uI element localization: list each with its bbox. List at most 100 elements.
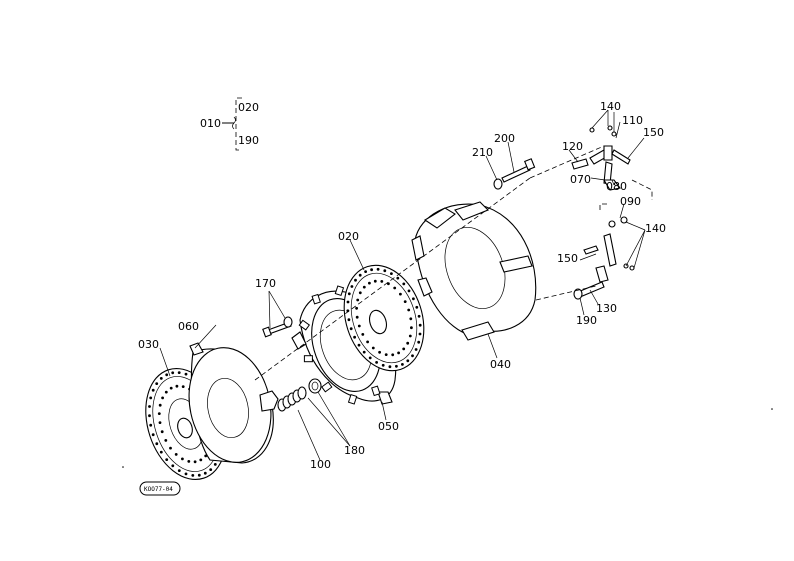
lining-dot [407,308,411,312]
lining-dot [407,289,411,293]
lining-dot [148,414,151,418]
lining-dot [403,300,407,303]
clutch-disc-020 [343,264,425,372]
lining-dot [373,279,377,283]
group-bracket [222,97,242,151]
lining-dot [191,474,195,477]
lining-dot [364,270,367,273]
lining-dot [376,267,380,271]
lining-dot [362,350,366,354]
lining-dot [384,353,388,356]
plate-lug [303,355,313,363]
lining-dot [151,433,155,437]
lining-dot [171,464,175,468]
lining-dot [151,388,155,392]
lining-dot [155,382,159,385]
lining-dot [378,350,381,354]
lining-dot [361,333,365,336]
stamp-text: KOO77-04 [144,486,173,493]
lining-dot [401,363,404,366]
lining-dot [368,281,371,285]
label-140-top: 140 [600,100,621,113]
lining-dot [349,327,353,331]
bolt-200 [501,158,536,183]
lining-dot [197,473,201,477]
label-110: 110 [622,114,643,127]
lining-dot [395,364,398,368]
cover-040 [411,201,537,341]
lining-dot [358,291,362,295]
lining-dot [417,340,421,344]
lining-dot [165,458,169,461]
label-070: 070 [570,173,591,186]
lining-dot [181,457,184,461]
lining-dot [148,405,151,408]
label-130: 130 [596,302,617,315]
plate-lug [371,385,381,397]
speck [122,466,124,468]
lining-dot [160,430,164,434]
lining-dot [375,361,378,364]
label-010: 010 [200,117,221,130]
lining-dot [347,292,351,296]
lining-dot [362,285,366,289]
lining-dot [355,315,359,319]
lining-dot [366,340,369,344]
lining-dot [418,332,422,336]
lining-dot [409,317,413,321]
plate-lug [298,319,310,331]
lining-dot [159,377,163,380]
lining-dot [357,324,361,328]
washer-210 [493,178,503,190]
lining-dot [159,450,163,454]
label-170: 170 [255,277,276,290]
lining-dot [397,351,400,355]
lining-dot [184,372,188,376]
lining-dot [354,278,357,282]
label-020: 020 [338,230,359,243]
lining-dot [393,286,397,290]
lining-dot [171,371,175,375]
lining-dot [350,285,354,288]
label-020-group: 020 [238,101,259,114]
lining-dot [203,471,207,475]
lining-dot [158,403,162,407]
lining-dot [381,363,385,367]
label-190: 190 [576,314,597,327]
lining-dot [175,384,179,388]
label-100: 100 [310,458,331,471]
plate-lug [347,393,358,405]
flywheel-060 [188,342,279,464]
speck [771,408,773,410]
lining-dot [177,469,181,472]
lining-dot [199,458,203,462]
lining-dot [383,269,387,273]
plate-lug [321,381,333,393]
lining-dot [184,472,188,476]
lining-dot [165,373,169,377]
lining-dot [417,314,421,318]
label-120: 120 [562,140,583,153]
lining-dot [415,305,419,309]
lining-dot [380,280,384,283]
lining-dot [149,396,153,400]
lining-dot [169,446,172,450]
lining-dot [209,468,213,471]
lining-dot [402,282,406,286]
lining-dot [177,371,181,374]
lining-dot [164,390,168,394]
bolt-170 [262,316,293,338]
release-lever-lower [573,216,635,300]
lining-dot [181,385,185,388]
lining-dot [187,460,191,463]
lining-dot [174,453,178,456]
label-200: 200 [494,132,515,145]
lining-dot [164,439,168,442]
lining-dot [390,272,393,275]
lining-dot [157,412,161,415]
label-150-top: 150 [643,126,664,139]
lining-dot [396,276,400,280]
plate-lug [334,285,345,297]
lining-dot [371,346,375,350]
